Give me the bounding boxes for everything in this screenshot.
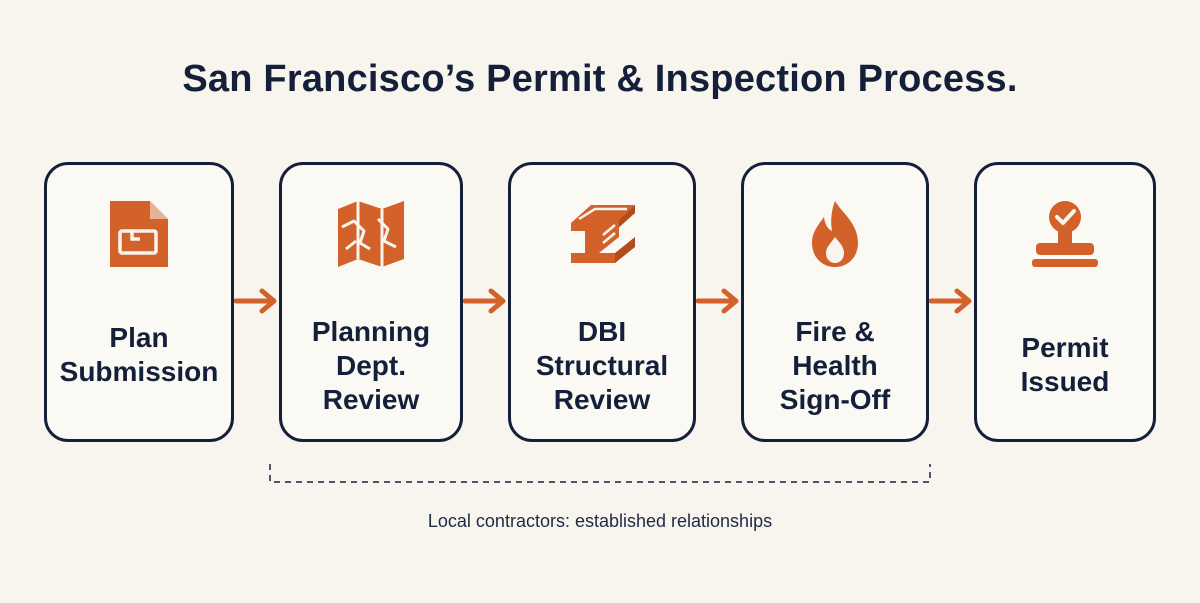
contractor-bracket bbox=[268, 462, 932, 484]
step-label-line: Issued bbox=[1020, 366, 1110, 397]
step-label-line: Submission bbox=[59, 356, 219, 387]
page-title: San Francisco’s Permit & Inspection Proc… bbox=[182, 58, 1018, 100]
step-label-line: Sign-Off bbox=[779, 384, 891, 415]
document-icon bbox=[102, 197, 176, 271]
flame-icon bbox=[798, 197, 872, 271]
map-icon bbox=[334, 197, 408, 271]
step-plan-submission: Plan Submission bbox=[44, 162, 234, 442]
approval-stamp-icon bbox=[1028, 197, 1102, 271]
arrow-right-icon bbox=[463, 287, 507, 315]
step-planning-review: Planning Dept. Review bbox=[279, 162, 463, 442]
bracket-note: Local contractors: established relations… bbox=[427, 511, 773, 531]
step-label-line: Structural bbox=[535, 350, 669, 381]
step-dbi-structural-review: DBI Structural Review bbox=[508, 162, 696, 442]
step-label-line: Permit bbox=[1021, 332, 1109, 363]
step-label-line: Review bbox=[553, 384, 651, 415]
step-permit-issued: Permit Issued bbox=[974, 162, 1156, 442]
step-label-line: Planning bbox=[311, 316, 431, 347]
arrow-right-icon bbox=[696, 287, 740, 315]
arrow-right-icon bbox=[929, 287, 973, 315]
step-label-line: Fire & bbox=[795, 316, 875, 347]
arrow-right-icon bbox=[234, 287, 278, 315]
step-label-line: Review bbox=[322, 384, 420, 415]
steel-beam-icon bbox=[565, 197, 639, 271]
step-label-line: DBI bbox=[577, 316, 627, 347]
step-label-line: Health bbox=[792, 350, 878, 381]
step-label-line: Dept. bbox=[336, 350, 406, 381]
step-fire-health-signoff: Fire & Health Sign-Off bbox=[741, 162, 929, 442]
step-label-line: Plan bbox=[109, 322, 169, 353]
